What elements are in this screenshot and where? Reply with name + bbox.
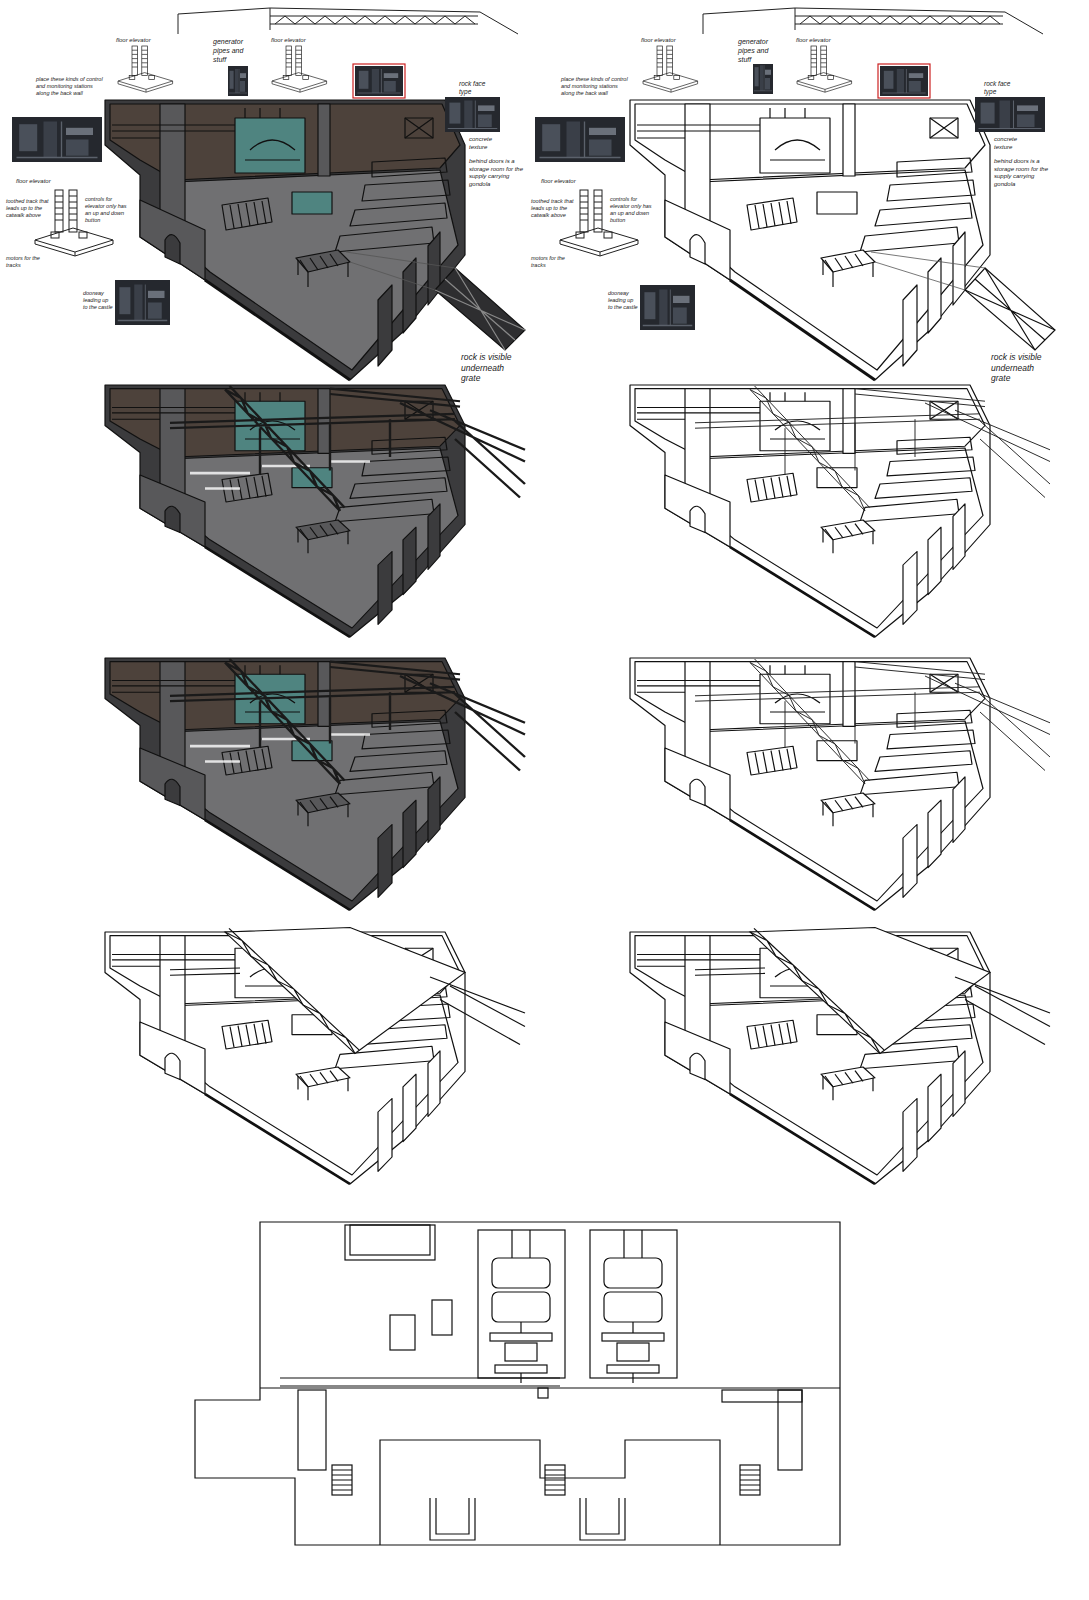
roof-plane bbox=[695, 928, 1050, 1054]
annotation-label: controls for elevator only has an up and… bbox=[609, 196, 657, 224]
elevator-sketch bbox=[643, 46, 698, 92]
annotation-label: behind doors is a storage room for the s… bbox=[468, 158, 532, 188]
reference-photo bbox=[753, 62, 773, 94]
annotation-label: generator pipes and stuff bbox=[212, 38, 259, 64]
roof-truss bbox=[695, 386, 1050, 511]
roof-truss bbox=[170, 386, 525, 511]
reference-photo bbox=[535, 117, 625, 162]
reference-photo bbox=[445, 97, 500, 132]
annotation-label: doorway leading up to the castle bbox=[607, 290, 639, 311]
annotation-label: behind doors is a storage room for the s… bbox=[993, 158, 1057, 188]
annotation-label: toothed track that leads up to the catwa… bbox=[5, 198, 53, 219]
room-render bbox=[105, 385, 465, 637]
annotation-label: doorway leading up to the castle bbox=[82, 290, 114, 311]
annotation-label: floor elevator bbox=[640, 37, 692, 45]
annotation-label: concrete texture bbox=[993, 136, 1035, 151]
room-lineart bbox=[630, 100, 990, 380]
reference-photo bbox=[975, 97, 1045, 132]
annotation-label: toothed track that leads up to the catwa… bbox=[530, 198, 578, 219]
roof-sketch bbox=[178, 8, 518, 34]
annotation-label: rock face type bbox=[983, 80, 1025, 96]
reference-photo bbox=[228, 66, 248, 96]
elevator-sketch bbox=[118, 46, 173, 92]
elevator-sketch bbox=[797, 46, 852, 92]
roof-sketch bbox=[703, 8, 1043, 34]
annotation-label: place these kinds of control and monitor… bbox=[35, 76, 107, 97]
annotation-label: floor elevator bbox=[270, 37, 322, 45]
annotation-label: controls for elevator only has an up and… bbox=[84, 196, 132, 224]
grate-detail bbox=[346, 252, 1055, 350]
annotation-label: rock face type bbox=[458, 80, 500, 96]
reference-photo bbox=[640, 285, 695, 330]
annotation-label: floor elevator bbox=[540, 178, 592, 186]
roof-truss bbox=[170, 659, 525, 784]
roof-truss bbox=[695, 659, 1050, 784]
room-lineart bbox=[630, 385, 990, 637]
room-lineart bbox=[630, 658, 990, 910]
room-render bbox=[105, 658, 465, 910]
reference-photo bbox=[115, 280, 170, 325]
annotation-label: floor elevator bbox=[115, 37, 167, 45]
annotation-label: motors for the tracks bbox=[530, 255, 568, 269]
light-strips bbox=[190, 462, 370, 489]
room-render bbox=[105, 100, 465, 380]
annotation-label: concrete texture bbox=[468, 136, 510, 151]
reference-photo bbox=[355, 66, 403, 96]
reference-photo bbox=[880, 66, 928, 96]
annotation-label: generator pipes and stuff bbox=[737, 38, 784, 64]
annotation-label: rock is visible underneath grate bbox=[990, 352, 1050, 384]
highlight-frame bbox=[878, 64, 930, 98]
light-strips bbox=[190, 735, 370, 762]
annotation-label: floor elevator bbox=[795, 37, 847, 45]
reference-photo bbox=[12, 117, 102, 162]
highlight-frame bbox=[353, 64, 405, 98]
roof-plane bbox=[170, 928, 525, 1054]
annotation-label: floor elevator bbox=[15, 178, 67, 186]
elevator-sketch bbox=[272, 46, 327, 92]
annotation-label: motors for the tracks bbox=[5, 255, 43, 269]
floor-plan bbox=[195, 1222, 840, 1545]
annotation-label: place these kinds of control and monitor… bbox=[560, 76, 632, 97]
annotation-label: rock is visible underneath grate bbox=[460, 352, 520, 384]
